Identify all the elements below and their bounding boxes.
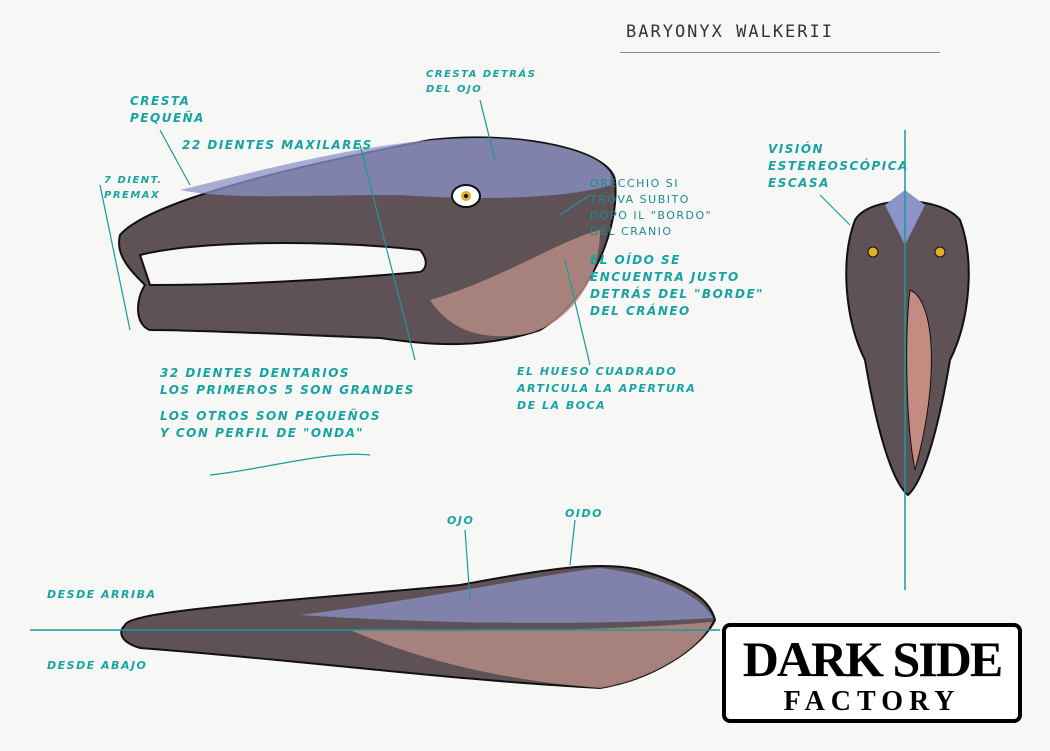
- label-orecchio: ORECCHIO SI TROVA SUBITO DOPO IL "BORDO"…: [590, 177, 713, 238]
- label-dient-premax: 7 DIENT. PREMAX: [104, 175, 163, 201]
- label-cresta-ojo: CRESTA DETRÁS DEL OJO: [426, 69, 537, 95]
- dark-side-factory-logo: DARK SIDE FACTORY: [722, 623, 1022, 723]
- label-desde-abajo: DESDE ABAJO: [47, 659, 148, 672]
- label-dientes-maxilares: 22 DIENTES MAXILARES: [182, 138, 373, 152]
- label-cresta-pequena: CRESTA PEQUEÑA: [130, 94, 205, 125]
- drawing-title: BARYONYX WALKERII: [626, 22, 834, 42]
- label-oido-top: OIDO: [565, 507, 603, 520]
- label-oido: EL OÍDO SE ENCUENTRA JUSTO DETRÁS DEL "B…: [590, 253, 764, 318]
- front-view-head: [845, 130, 970, 590]
- label-hueso-cuadrado: EL HUESO CUADRADO ARTICULA LA APERTURA D…: [517, 365, 697, 412]
- top-view-head: [30, 564, 720, 690]
- label-vision: VISIÓN ESTEREOSCÓPICA ESCASA: [768, 142, 909, 190]
- title-underline: [620, 52, 940, 53]
- logo-line1: DARK SIDE: [742, 631, 1003, 687]
- side-view-head: [118, 136, 617, 346]
- label-dientes-dentarios: 32 DIENTES DENTARIOS LOS PRIMEROS 5 SON …: [160, 366, 415, 397]
- logo-line2: FACTORY: [783, 686, 961, 717]
- label-otros-pequenos: LOS OTROS SON PEQUEÑOS Y CON PERFIL DE "…: [160, 409, 381, 440]
- leader-lines: [99, 99, 851, 601]
- label-desde-arriba: DESDE ARRIBA: [47, 588, 157, 601]
- label-ojo: OJO: [447, 514, 475, 527]
